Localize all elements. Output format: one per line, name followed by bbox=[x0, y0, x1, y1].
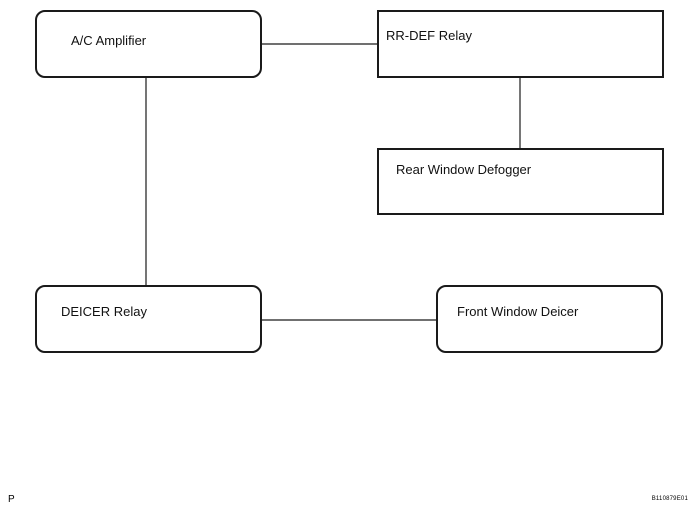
deicer-relay-block: DEICER Relay bbox=[35, 285, 262, 353]
page-marker: P bbox=[8, 494, 15, 505]
ac-amplifier-label: A/C Amplifier bbox=[71, 33, 147, 48]
front-window-deicer-block: Front Window Deicer bbox=[436, 285, 663, 353]
front-window-deicer-label: Front Window Deicer bbox=[457, 304, 579, 319]
figure-code: B110879E01 bbox=[651, 496, 688, 502]
rear-window-defogger-label: Rear Window Defogger bbox=[396, 162, 532, 177]
rr-def-relay-label: RR-DEF Relay bbox=[386, 28, 472, 43]
ac-amplifier-block: A/C Amplifier bbox=[35, 10, 262, 78]
rear-window-defogger-block: Rear Window Defogger bbox=[377, 148, 664, 215]
deicer-relay-label: DEICER Relay bbox=[61, 304, 147, 319]
rr-def-relay-block: RR-DEF Relay bbox=[377, 10, 664, 78]
